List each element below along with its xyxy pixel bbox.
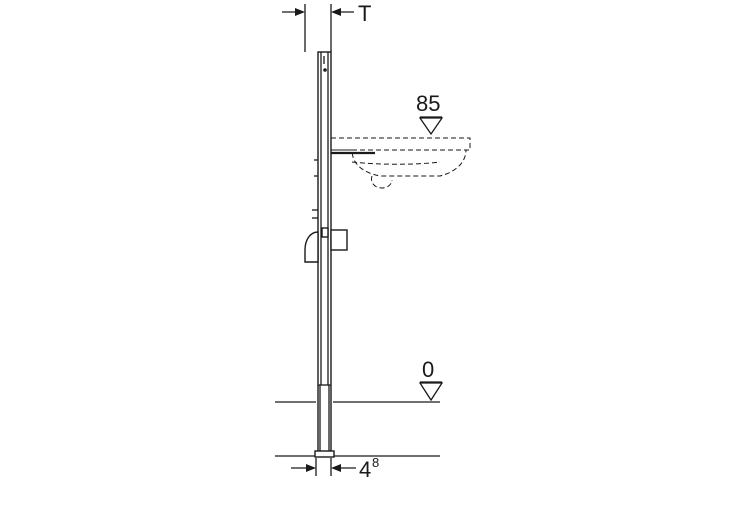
frame-post bbox=[314, 51, 332, 453]
drain-fitting bbox=[304, 209, 348, 263]
adjust-superscript: 8 bbox=[372, 455, 379, 470]
depth-label: T bbox=[358, 1, 371, 26]
foot-plate bbox=[314, 450, 335, 458]
floor-level-marker: 0 bbox=[418, 357, 444, 402]
adjust-dimension: 4 8 bbox=[291, 455, 379, 482]
adjust-label: 4 bbox=[359, 457, 371, 482]
depth-dimension: T bbox=[282, 1, 371, 52]
floor-level-label: 0 bbox=[422, 357, 434, 382]
sink-height-marker: 85 bbox=[416, 91, 444, 136]
sink-outline bbox=[331, 137, 471, 189]
floor-lines bbox=[275, 401, 440, 457]
sink-height-label: 85 bbox=[416, 91, 440, 116]
